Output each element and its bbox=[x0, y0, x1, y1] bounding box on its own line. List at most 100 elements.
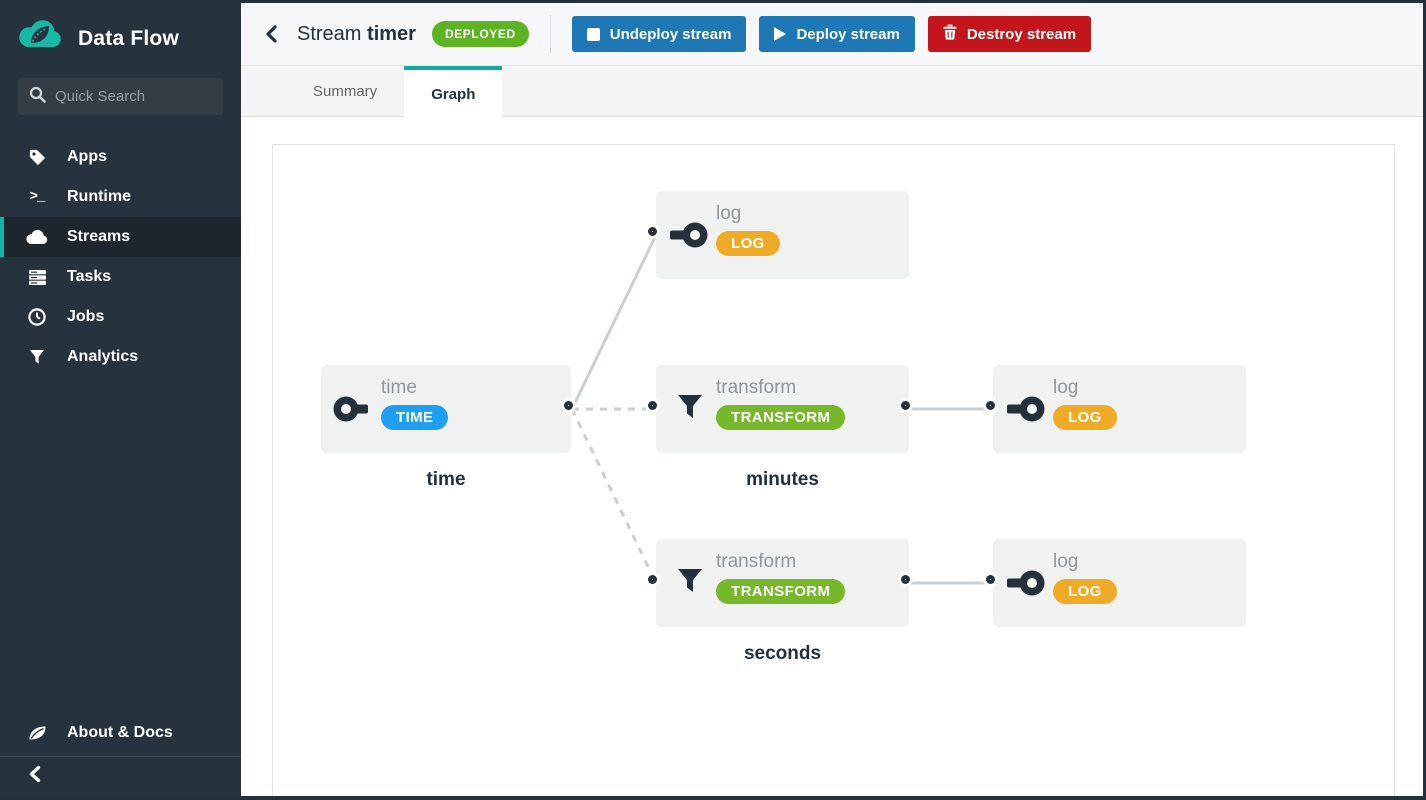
node-type-badge: LOG bbox=[1053, 405, 1117, 430]
stream-graph: time TIME log LOG bbox=[273, 145, 1394, 796]
node-title: time bbox=[381, 377, 417, 398]
node-transform-processor[interactable]: transform TRANSFORM bbox=[656, 539, 909, 627]
node-type-badge: LOG bbox=[1053, 579, 1117, 604]
sidebar-item-runtime[interactable]: >_ Runtime bbox=[0, 177, 241, 217]
clock-icon bbox=[26, 308, 48, 326]
sidebar-item-tasks[interactable]: Tasks bbox=[0, 257, 241, 297]
stream-name: timer bbox=[367, 22, 416, 45]
output-port[interactable] bbox=[901, 575, 910, 584]
connection-tap-seconds bbox=[570, 408, 658, 584]
node-time-source[interactable]: time TIME bbox=[321, 365, 571, 453]
quick-search[interactable] bbox=[18, 78, 254, 115]
input-port[interactable] bbox=[648, 227, 657, 236]
processor-funnel-icon bbox=[676, 393, 704, 426]
sink-icon bbox=[1005, 395, 1051, 428]
sidebar-item-about-docs[interactable]: About & Docs bbox=[0, 710, 241, 756]
title-prefix: Stream bbox=[297, 22, 362, 45]
tag-icon bbox=[26, 148, 48, 167]
header-actions: Undeploy stream Deploy stream Destroy st… bbox=[571, 16, 1092, 52]
sidebar-item-analytics[interactable]: Analytics bbox=[0, 337, 241, 377]
sidebar: Data Flow Apps >_ Runtime bbox=[0, 3, 254, 796]
tab-graph[interactable]: Graph bbox=[404, 66, 503, 118]
undeploy-stream-button[interactable]: Undeploy stream bbox=[571, 16, 747, 52]
button-label: Destroy stream bbox=[966, 25, 1077, 43]
sink-icon bbox=[1005, 569, 1051, 602]
node-type-badge: TIME bbox=[381, 405, 449, 430]
node-title: transform bbox=[716, 551, 797, 572]
header-divider bbox=[549, 15, 551, 53]
search-icon bbox=[29, 86, 46, 108]
stream-label-minutes: minutes bbox=[746, 469, 819, 490]
spring-cloud-logo-icon bbox=[18, 19, 64, 58]
input-port[interactable] bbox=[648, 575, 657, 584]
sidebar-item-label: Streams bbox=[67, 228, 131, 245]
node-title: transform bbox=[716, 377, 797, 398]
input-port[interactable] bbox=[648, 401, 657, 410]
sidebar-item-label: Tasks bbox=[67, 268, 112, 285]
node-log-sink[interactable]: log LOG bbox=[656, 191, 909, 279]
leaf-icon bbox=[26, 725, 48, 741]
node-title: log bbox=[1053, 377, 1079, 398]
stop-icon bbox=[586, 27, 600, 41]
node-title: log bbox=[716, 203, 742, 224]
tab-summary[interactable]: Summary bbox=[313, 82, 378, 100]
node-log-sink[interactable]: log LOG bbox=[993, 539, 1246, 627]
node-text: log LOG bbox=[1053, 376, 1117, 430]
node-text: transform TRANSFORM bbox=[716, 550, 846, 604]
sidebar-collapse-button[interactable] bbox=[0, 756, 241, 796]
node-log-sink[interactable]: log LOG bbox=[993, 365, 1246, 453]
source-icon bbox=[333, 395, 373, 428]
processor-funnel-icon bbox=[676, 567, 704, 600]
tasks-icon bbox=[26, 269, 48, 286]
node-title: log bbox=[1053, 551, 1079, 572]
sidebar-item-streams[interactable]: Streams bbox=[0, 217, 241, 257]
stream-label-time: time bbox=[426, 469, 466, 490]
content-area: time TIME log LOG bbox=[241, 117, 1423, 796]
chevron-left-icon bbox=[266, 25, 277, 43]
search-input[interactable] bbox=[55, 88, 254, 105]
destroy-stream-button[interactable]: Destroy stream bbox=[927, 16, 1092, 52]
node-type-badge: TRANSFORM bbox=[716, 405, 846, 430]
input-port[interactable] bbox=[986, 575, 995, 584]
sidebar-item-label: About & Docs bbox=[67, 724, 173, 741]
trash-icon bbox=[943, 24, 957, 44]
stream-label-seconds: seconds bbox=[743, 643, 822, 664]
sidebar-item-label: Apps bbox=[67, 148, 107, 165]
sidebar-item-label: Runtime bbox=[67, 188, 131, 205]
back-button[interactable] bbox=[265, 25, 277, 43]
output-port[interactable] bbox=[901, 401, 910, 410]
sidebar-item-jobs[interactable]: Jobs bbox=[0, 297, 241, 337]
connections-layer bbox=[570, 234, 994, 585]
main-area: Stream timer DEPLOYED Undeploy stream De… bbox=[241, 3, 1423, 796]
node-text: log LOG bbox=[716, 202, 780, 256]
connection-time-to-log bbox=[570, 234, 658, 410]
sink-icon bbox=[668, 221, 714, 254]
terminal-icon: >_ bbox=[29, 189, 46, 205]
sidebar-nav: Apps >_ Runtime Streams Tasks bbox=[0, 137, 241, 377]
node-text: log LOG bbox=[1053, 550, 1117, 604]
chevron-left-icon bbox=[28, 765, 41, 788]
sidebar-footer: About & Docs bbox=[0, 710, 241, 796]
input-port[interactable] bbox=[986, 401, 995, 410]
node-transform-processor[interactable]: transform TRANSFORM bbox=[656, 365, 909, 453]
tab-bar: Summary Graph bbox=[241, 66, 1423, 118]
play-icon bbox=[774, 27, 787, 41]
node-text: transform TRANSFORM bbox=[716, 376, 846, 430]
page-title: Stream timer bbox=[297, 23, 416, 46]
app-title: Data Flow bbox=[78, 26, 179, 50]
node-type-badge: LOG bbox=[716, 231, 780, 256]
deploy-stream-button[interactable]: Deploy stream bbox=[759, 16, 915, 52]
output-port[interactable] bbox=[564, 401, 573, 410]
button-label: Deploy stream bbox=[796, 25, 900, 43]
button-label: Undeploy stream bbox=[609, 25, 732, 43]
status-badge: DEPLOYED bbox=[431, 21, 529, 47]
graph-canvas[interactable]: time TIME log LOG bbox=[272, 144, 1395, 796]
sidebar-item-apps[interactable]: Apps bbox=[0, 137, 241, 177]
node-text: time TIME bbox=[381, 376, 449, 430]
sidebar-item-label: Jobs bbox=[67, 308, 105, 325]
sidebar-item-label: Analytics bbox=[67, 348, 139, 365]
funnel-icon bbox=[26, 349, 48, 365]
brand-header: Data Flow bbox=[0, 3, 241, 68]
node-type-badge: TRANSFORM bbox=[716, 579, 846, 604]
